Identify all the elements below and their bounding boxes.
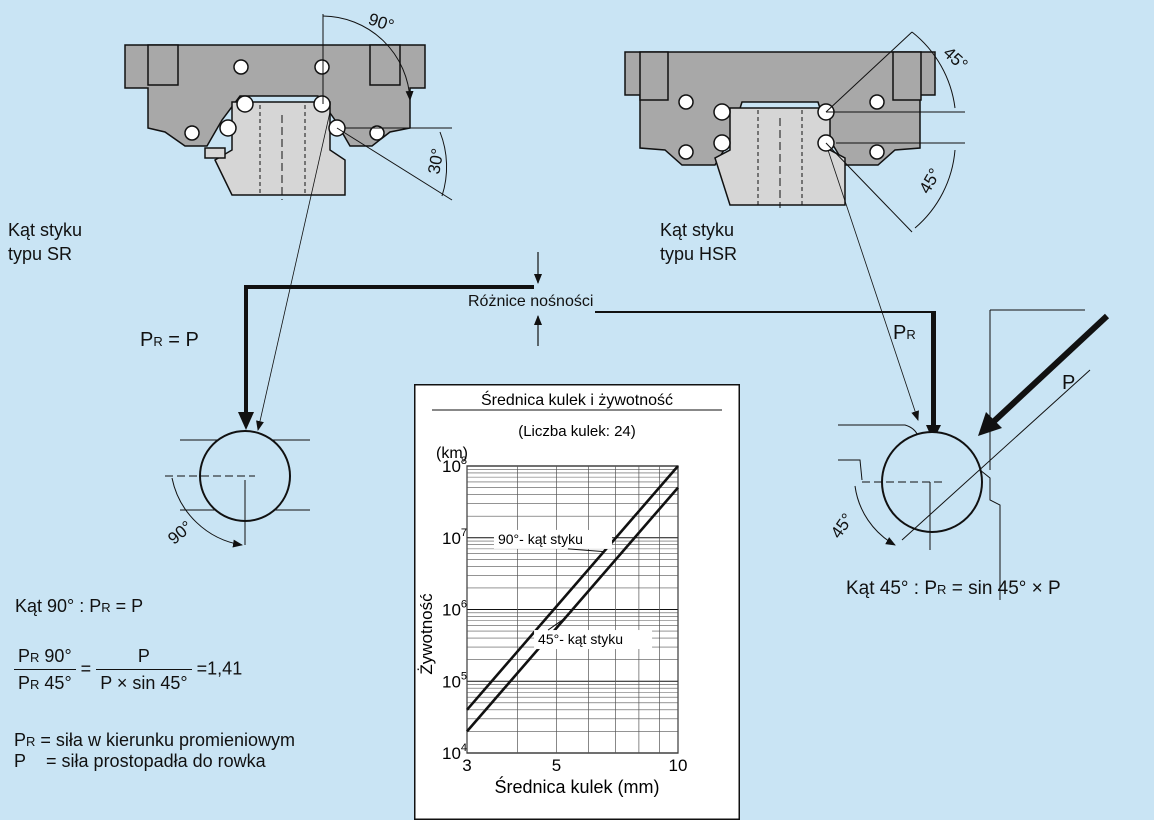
sr-screw-holes [184,59,385,141]
def-pr-sub: R [26,734,36,749]
ratio-eq-sign: = [80,658,92,679]
sr-caption-line1: Kąt styku [8,220,83,240]
definition-pr: PR = siła w kierunku promieniowym [14,730,295,751]
hsr-force-pr-label: PR [893,320,916,347]
sr-force-p: P [140,329,154,351]
ratio-num-p: P [18,646,31,666]
ratio-num-sub: R [30,650,40,665]
x-axis-label: Średnica kulek (mm) [494,776,659,797]
chart-title: Średnica kulek i żywotność [481,390,673,409]
hsr-eq-sub: R [937,582,947,597]
x-tick-label: 5 [552,756,561,775]
y-axis-unit: (km) [436,445,468,462]
ratio-fraction-right: P P × sin 45° [96,644,192,696]
def-p-text: = siła prostopadła do rowka [46,750,266,771]
hsr-eq-prefix: Kąt 45° : P [846,578,938,599]
ratio-den-deg: 45° [44,673,72,694]
series-line-2 [466,486,679,733]
y-tick-exponent: 5 [461,670,467,682]
hsr-block-drawing [624,51,936,208]
sr-equation: Kąt 90° : PR = P [15,594,143,618]
symbol-definitions: PR = siła w kierunku promieniowym P = si… [14,730,295,771]
hsr-angle-lines [825,31,965,421]
ratio-den-sub: R [30,677,40,693]
series-leader-1 [567,548,604,553]
hsr-force-pr-sub: R [906,327,916,342]
series-label-2: 45°- kąt styku [538,631,623,647]
chart-frame [414,384,740,820]
sr-caption-line2: typu SR [8,244,73,265]
hsr-force-pr: P [893,322,907,344]
definition-p: P = siła prostopadła do rowka [14,751,295,772]
ratio-den-p: P [18,673,31,694]
sr-block-body [124,44,426,147]
hsr-equation: Kąt 45° : PR = sin 45° × P [846,576,1061,602]
def-pr-symbol: P [14,730,27,750]
hsr-caption-line1: Kąt styku [660,220,735,240]
hsr-caption: Kąt styku typu HSR [660,218,737,267]
sr-ball-detail [165,430,310,548]
ratio-fraction-left: PR 90° PR 45° [14,644,76,696]
chart-ticks: 104 105 106 107 108 3 5 10 [442,455,687,775]
sr-eq-prefix: Kąt 90° : P [15,596,102,616]
series-label-bg [534,630,653,650]
series-line-1 [466,465,679,711]
y-tick-exponent: 8 [461,455,467,467]
series-label-bg [493,529,612,549]
y-tick-label: 106 [442,599,467,620]
sr-eq-sub: R [101,600,111,615]
x-tick-label: 3 [462,756,471,775]
hsr-screw-holes [678,94,885,160]
ratio-result: =1,41 [196,658,243,679]
series-leader-2 [547,617,566,631]
y-tick-label: 107 [442,527,467,548]
y-tick-label: 108 [442,455,467,476]
load-difference-label: Różnice nośności [466,291,596,313]
y-tick-exponent: 6 [461,599,467,611]
sr-rail [214,101,346,196]
chart-series [466,465,679,733]
hsr-ball-detail [838,309,1110,600]
sr-angle-side-label: 30° [424,146,448,176]
life-chart: Średnica kulek i żywotność (Liczba kulek… [414,384,740,820]
chart-series-labels: 90°- kąt styku 45°- kąt styku [493,529,653,650]
y-tick-label: 105 [442,670,467,691]
y-tick-label: 104 [442,742,467,763]
sr-block-drawing [124,44,426,200]
hsr-eq-suffix: = sin 45° × P [951,578,1061,599]
chart-subtitle: (Liczba kulek: 24) [518,423,636,440]
ratio-rhs-num: P [96,644,192,671]
sr-caption: Kąt styku typu SR [8,218,82,267]
def-p-symbol: P [14,750,27,771]
y-axis-label: Żywotność [417,593,436,675]
ratio-rhs-den: P × sin 45° [100,673,188,694]
ratio-equation: PR 90° PR 45° = P P × sin 45° =1,41 [14,644,242,696]
sr-force-label: PR = P [140,327,199,354]
ratio-num-deg: 90° [44,646,72,666]
sr-force-eq: = P [168,329,199,351]
series-label-1: 90°- kąt styku [498,531,583,547]
def-pr-text: = siła w kierunku promieniowym [40,730,296,750]
sr-eq-suffix: = P [115,596,144,616]
x-tick-label: 10 [669,756,688,775]
hsr-caption-line2: typu HSR [660,244,738,265]
hsr-force-p-label: P [1062,372,1076,394]
sr-angle-lines [256,14,453,431]
y-tick-exponent: 4 [461,742,467,754]
y-tick-exponent: 7 [461,527,467,539]
sr-force-sub: R [153,334,163,349]
